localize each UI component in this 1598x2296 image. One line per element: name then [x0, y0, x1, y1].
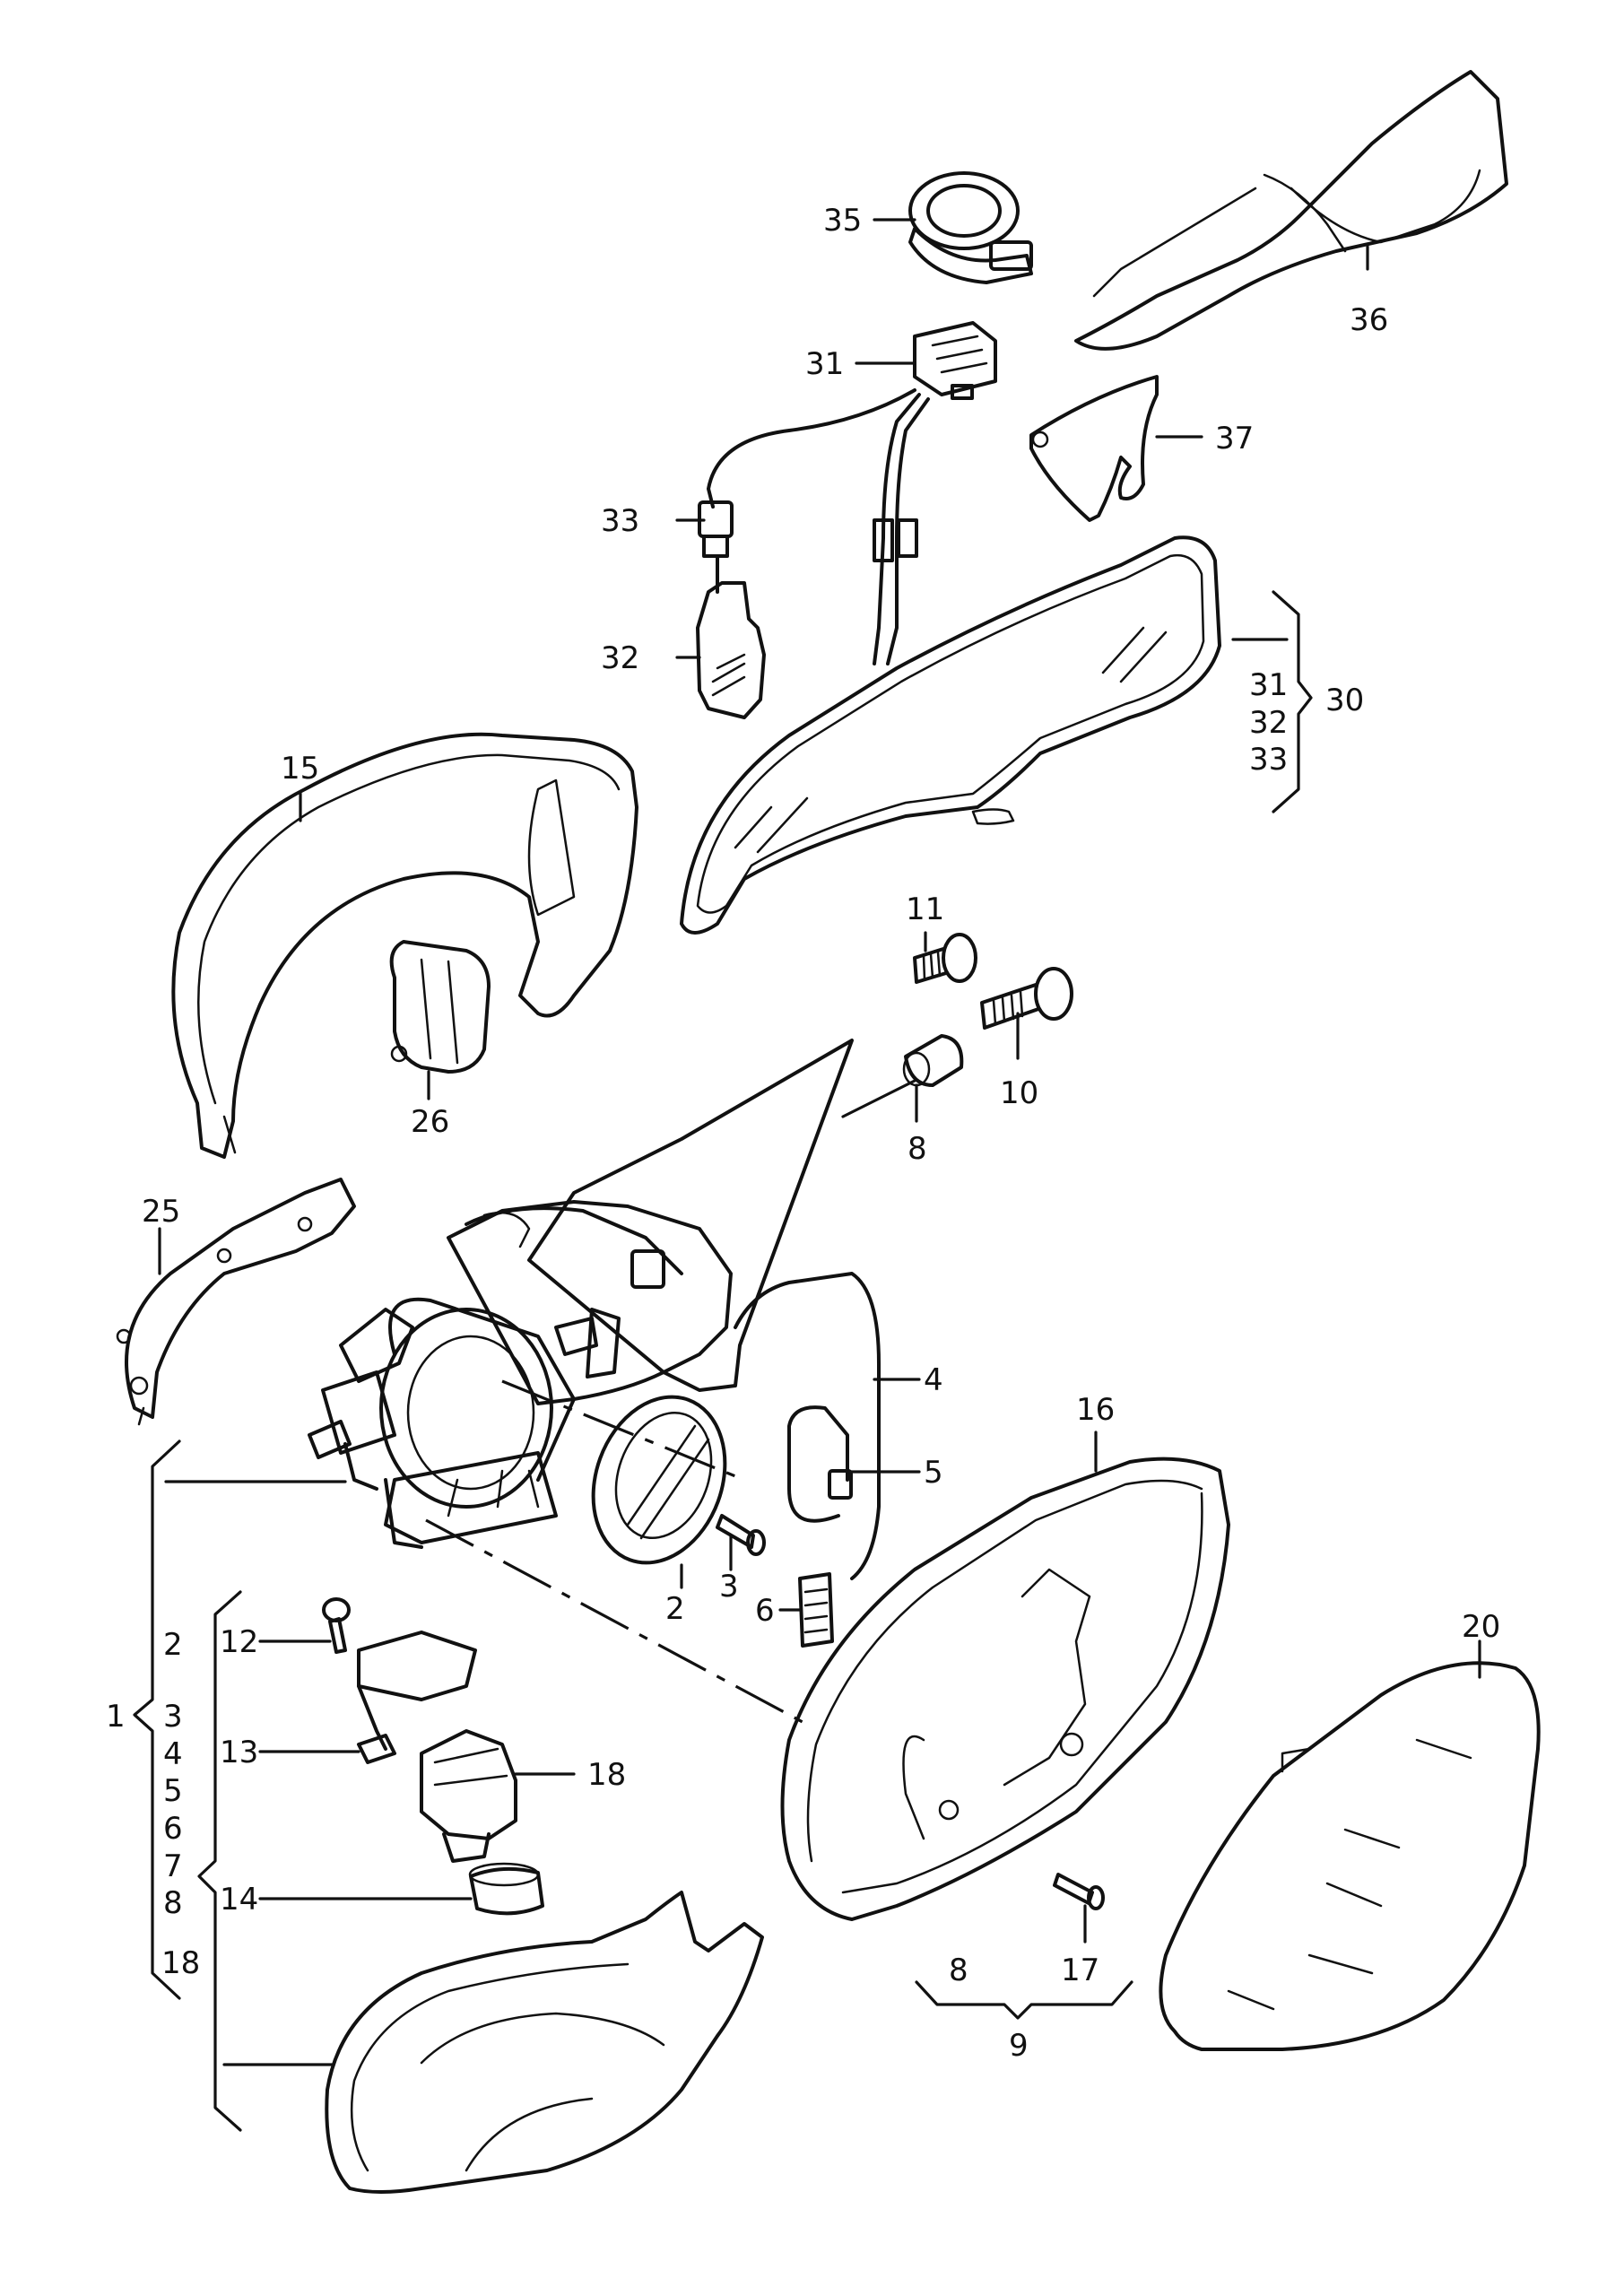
callout-31: 31	[805, 346, 844, 382]
callout-13: 13	[220, 1735, 258, 1770]
callout-8: 8	[908, 1131, 927, 1167]
part-20-mirror-glass	[1159, 1661, 1541, 2051]
part-11-screw	[913, 933, 977, 984]
part-5-connector	[828, 1469, 853, 1500]
callout-11: 11	[906, 891, 944, 927]
callout-1-2: 2	[163, 1627, 183, 1663]
part-6-connector	[798, 1572, 834, 1648]
leader-lines	[158, 218, 1481, 2066]
callout-1-3: 3	[163, 1699, 183, 1735]
part-8-sleeve	[902, 1034, 964, 1087]
callout-30-32: 32	[1249, 705, 1288, 741]
group-brackets	[133, 590, 1313, 2132]
callout-1-6: 6	[163, 1811, 183, 1847]
callout-25: 25	[142, 1194, 180, 1230]
callout-2: 2	[665, 1591, 685, 1627]
callout-17: 17	[1061, 1952, 1099, 1988]
part-36-mirror-cover	[1074, 70, 1508, 351]
wiring-harness	[707, 388, 930, 665]
part-26-lamp	[389, 940, 491, 1074]
callout-1-18: 18	[161, 1945, 200, 1981]
mirror-base-assembly	[308, 1039, 854, 1549]
callout-15: 15	[281, 751, 319, 787]
part-15-housing-cover	[171, 732, 638, 1159]
callout-9-8: 8	[949, 1952, 968, 1988]
callout-6: 6	[755, 1593, 775, 1629]
part-4-cable	[734, 1272, 881, 1580]
part-32-module	[696, 581, 766, 719]
part-2-motor-cap	[591, 1395, 727, 1565]
callout-30-33: 33	[1249, 742, 1288, 778]
part-37-bracket	[1029, 375, 1159, 522]
part-3-screw	[716, 1514, 766, 1556]
callout-32: 32	[601, 640, 639, 676]
part-30-interior-mirror	[680, 535, 1221, 935]
part-31-connector	[913, 321, 997, 400]
callout-37: 37	[1215, 421, 1254, 457]
part-10-screw	[980, 967, 1073, 1030]
callout-1-7: 7	[163, 1848, 183, 1884]
part-35-sensor	[908, 171, 1033, 284]
callout-1-8: 8	[163, 1885, 183, 1921]
callout-36: 36	[1350, 302, 1388, 338]
callout-33: 33	[601, 503, 639, 539]
part-12-screw	[322, 1597, 351, 1654]
callout-14: 14	[220, 1882, 258, 1918]
callout-20: 20	[1462, 1609, 1500, 1645]
callout-18: 18	[587, 1757, 626, 1793]
callout-1-5: 5	[163, 1773, 183, 1809]
callout-16: 16	[1076, 1392, 1115, 1428]
callout-3: 3	[719, 1569, 739, 1605]
callout-12: 12	[220, 1624, 258, 1660]
callout-4: 4	[924, 1362, 943, 1398]
callout-labels: 35 36 31 37 33 32 31 32 33 30 15 11 10 2…	[106, 203, 1500, 2064]
callout-30: 30	[1325, 683, 1364, 718]
callout-5: 5	[924, 1455, 943, 1491]
part-25-bracket	[116, 1178, 356, 1426]
callout-30-31: 31	[1249, 667, 1288, 703]
callout-10: 10	[1000, 1075, 1038, 1111]
callout-1-4: 4	[163, 1736, 183, 1772]
part-16-housing-frame	[780, 1457, 1230, 1921]
part-7-lower-cover	[325, 1891, 764, 2194]
part-14-ring	[468, 1862, 544, 1916]
assembly-axis-lines	[425, 1079, 916, 1724]
part-13-bracket	[357, 1631, 477, 1764]
callout-35: 35	[823, 203, 862, 239]
callout-1: 1	[106, 1699, 126, 1735]
callout-9: 9	[1009, 2028, 1029, 2064]
callout-26: 26	[411, 1104, 449, 1140]
part-17-screw	[1053, 1873, 1105, 1910]
part-33-connector	[698, 500, 734, 594]
part-18-actuator	[420, 1729, 517, 1863]
